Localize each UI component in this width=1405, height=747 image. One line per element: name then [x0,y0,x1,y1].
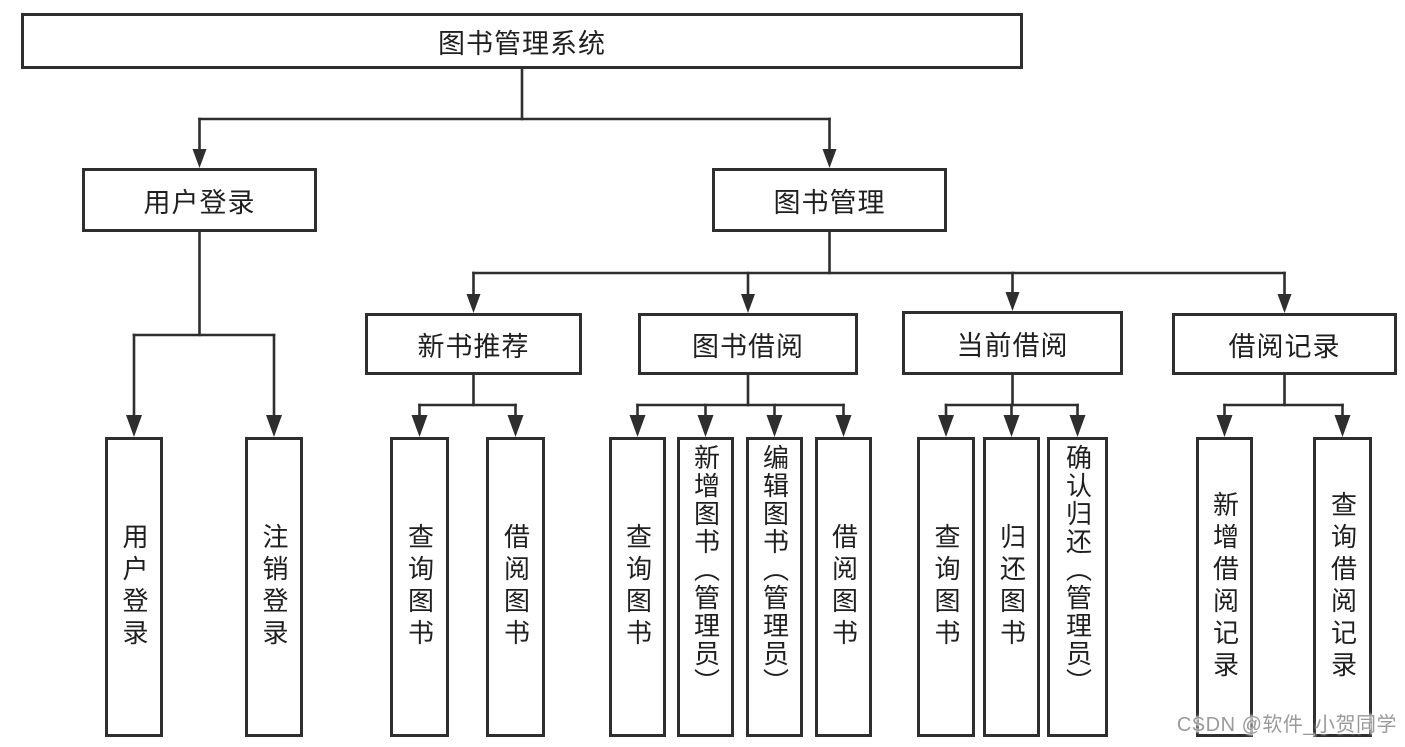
connector-root-to-level2 [192,67,837,168]
leaf-query-borrow-record-label: 查询借阅记录 [1327,491,1358,683]
leaf-query-books-2: 查询图书 [609,437,666,737]
node-new-book-rec-label: 新书推荐 [417,331,530,362]
node-current-borrow: 当前借阅 [902,311,1123,375]
connector-borrow-records-children [1216,373,1351,437]
leaf-return-books: 归还图书 [983,437,1040,737]
csdn-watermark: CSDN @软件_小贺同学 [1176,714,1397,736]
node-user-login-label: 用户登录 [143,187,256,218]
leaf-query-books-2-label: 查询图书 [622,523,653,651]
node-borrow-records-label: 借阅记录 [1228,331,1341,362]
node-book-mgmt-label: 图书管理 [773,187,886,218]
node-book-mgmt: 图书管理 [712,168,947,232]
node-root: 图书管理系统 [21,13,1023,69]
node-borrow-records: 借阅记录 [1172,313,1397,375]
leaf-borrow-books-2-label: 借阅图书 [828,523,859,651]
leaf-add-borrow-record-label: 新增借阅记录 [1209,491,1240,683]
leaf-borrow-books-1: 借阅图书 [486,437,545,737]
connector-new-book-rec-children [411,373,524,437]
node-new-book-rec: 新书推荐 [365,313,582,375]
leaf-borrow-books-1-label: 借阅图书 [500,523,531,651]
connector-book-mgmt-level3 [466,230,1292,313]
node-book-borrow-label: 图书借阅 [692,331,804,362]
leaf-add-books-admin: 新增图书（管理员） [677,437,734,737]
leaf-user-login: 用户登录 [105,437,163,737]
leaf-query-books-1: 查询图书 [390,437,449,737]
leaf-add-books-admin-label: 新增图书（管理员） [690,444,721,696]
leaf-confirm-return-admin: 确认归还（管理员） [1047,437,1108,737]
leaf-borrow-books-2: 借阅图书 [815,437,872,737]
leaf-edit-books-admin-label: 编辑图书（管理员） [759,444,790,696]
connector-book-borrow-children [629,373,852,437]
node-book-borrow: 图书借阅 [638,313,858,375]
leaf-edit-books-admin: 编辑图书（管理员） [746,437,803,737]
leaf-query-borrow-record: 查询借阅记录 [1313,437,1372,737]
leaf-confirm-return-admin-label: 确认归还（管理员） [1062,444,1093,696]
leaf-logout: 注销登录 [245,437,303,737]
leaf-query-books-1-label: 查询图书 [404,523,435,651]
connector-user-login-children [126,230,282,437]
connector-current-borrow-children [938,373,1086,437]
leaf-logout-label: 注销登录 [259,523,289,651]
node-user-login: 用户登录 [82,168,317,232]
node-root-label: 图书管理系统 [438,28,606,59]
leaf-query-books-3: 查询图书 [917,437,975,737]
leaf-user-login-label: 用户登录 [119,523,149,651]
leaf-add-borrow-record: 新增借阅记录 [1196,437,1253,737]
leaf-return-books-label: 归还图书 [996,523,1027,651]
leaf-query-books-3-label: 查询图书 [931,523,961,651]
node-current-borrow-label: 当前借阅 [956,330,1069,361]
